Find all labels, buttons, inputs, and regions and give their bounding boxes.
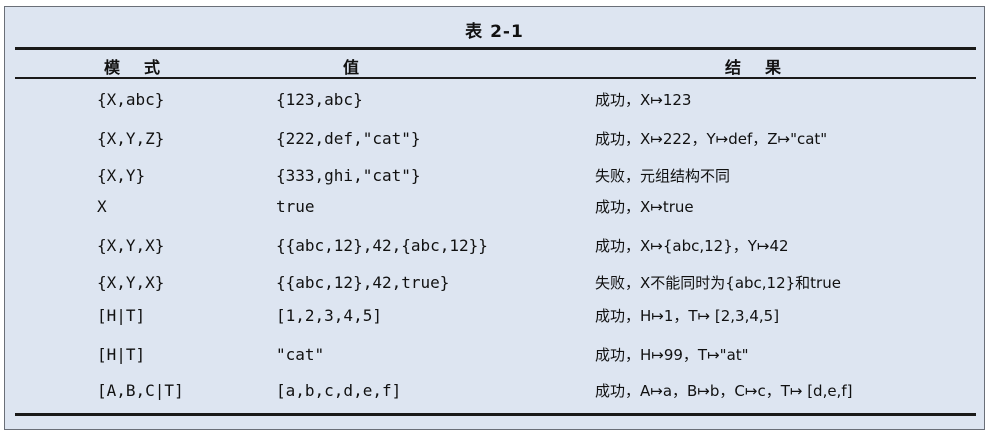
- header-result: 结果: [724, 58, 805, 77]
- table-row: {X,abc} {123,abc} 成功，X↦123: [5, 86, 984, 114]
- result-cell: 成功，H↦99，T↦"at": [595, 346, 749, 364]
- pattern-cell: [A,B,C|T]: [97, 381, 184, 400]
- pattern-cell: {X,Y}: [97, 166, 146, 185]
- result-cell: 成功，X↦{abc,12}，Y↦42: [595, 237, 789, 255]
- value-cell: {{abc,12},42,{abc,12}}: [276, 236, 488, 255]
- table-row: [H|T] [1,2,3,4,5] 成功，H↦1，T↦ [2,3,4,5]: [5, 302, 984, 330]
- table-panel: 表 2-1 模式 值 结果 {X,abc} {123,abc} 成功，X↦123…: [4, 6, 985, 430]
- pattern-cell: [H|T]: [97, 345, 146, 364]
- table-row: [H|T] "cat" 成功，H↦99，T↦"at": [5, 341, 984, 369]
- value-cell: [1,2,3,4,5]: [276, 306, 382, 325]
- pattern-cell: X: [97, 197, 107, 216]
- pattern-cell: {X,Y,X}: [97, 273, 165, 292]
- result-cell: 成功，X↦123: [595, 91, 692, 109]
- header-value: 值: [342, 58, 359, 77]
- table-caption: 表 2-1: [465, 22, 524, 42]
- value-cell: {333,ghi,"cat"}: [276, 166, 421, 185]
- table-row: [A,B,C|T] [a,b,c,d,e,f] 成功，A↦a，B↦b，C↦c，T…: [5, 377, 984, 405]
- pattern-cell: {X,Y,X}: [97, 236, 165, 255]
- result-cell: 失败，X不能同时为{abc,12}和true: [595, 274, 841, 292]
- result-cell: 成功，X↦222，Y↦def，Z↦"cat": [595, 130, 828, 148]
- table-row: {X,Y,X} {{abc,12},42,{abc,12}} 成功，X↦{abc…: [5, 232, 984, 260]
- value-cell: {222,def,"cat"}: [276, 129, 421, 148]
- pattern-cell: {X,Y,Z}: [97, 129, 165, 148]
- table-row: {X,Y,Z} {222,def,"cat"} 成功，X↦222，Y↦def，Z…: [5, 125, 984, 153]
- value-cell: [a,b,c,d,e,f]: [276, 381, 402, 400]
- value-cell: true: [276, 197, 315, 216]
- value-cell: {123,abc}: [276, 90, 363, 109]
- header-rule: [15, 77, 976, 79]
- value-cell: "cat": [276, 345, 325, 364]
- result-cell: 成功，H↦1，T↦ [2,3,4,5]: [595, 307, 780, 325]
- result-cell: 成功，X↦true: [595, 198, 694, 216]
- table-row: {X,Y} {333,ghi,"cat"} 失败，元组结构不同: [5, 162, 984, 190]
- pattern-cell: {X,abc}: [97, 90, 165, 109]
- bottom-rule: [15, 413, 976, 416]
- header-pattern: 模式: [103, 58, 184, 77]
- result-cell: 成功，A↦a，B↦b，C↦c，T↦ [d,e,f]: [595, 382, 853, 400]
- pattern-cell: [H|T]: [97, 306, 146, 325]
- value-cell: {{abc,12},42,true}: [276, 273, 450, 292]
- table-row: X true 成功，X↦true: [5, 193, 984, 221]
- top-rule: [15, 47, 976, 50]
- table-row: {X,Y,X} {{abc,12},42,true} 失败，X不能同时为{abc…: [5, 269, 984, 297]
- result-cell: 失败，元组结构不同: [595, 167, 731, 185]
